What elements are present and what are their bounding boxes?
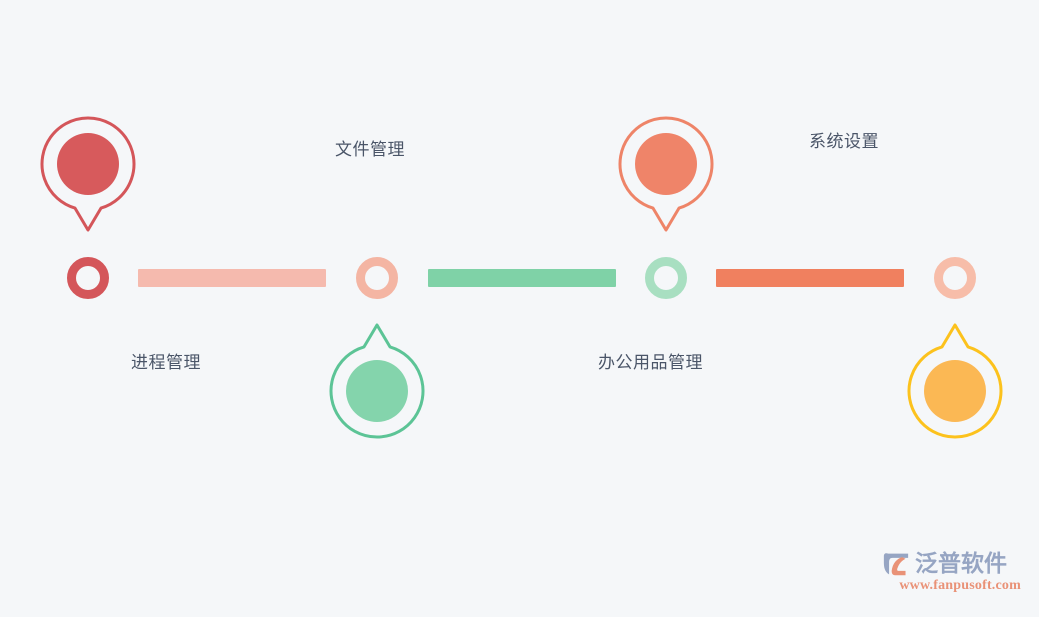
connector-bar-3: [716, 269, 904, 287]
timeline-node-ring-1[interactable]: [67, 257, 109, 299]
map-pin-icon: [907, 323, 1003, 439]
watermark: 泛普软件 www.fanpusoft.com: [881, 551, 1021, 605]
pin-marker-3[interactable]: [606, 114, 726, 234]
connector-bar-2: [428, 269, 616, 287]
pin-marker-1[interactable]: [28, 114, 148, 234]
node-label-1: 进程管理: [131, 353, 201, 372]
pin-marker-4[interactable]: [895, 321, 1015, 441]
fanpu-logo-icon: [883, 553, 909, 576]
timeline-node-ring-4[interactable]: [934, 257, 976, 299]
watermark-url-text: www.fanpusoft.com: [899, 578, 1021, 593]
timeline-node-ring-3[interactable]: [645, 257, 687, 299]
connector-bar-1: [138, 269, 326, 287]
node-label-4: 系统设置: [809, 132, 879, 151]
watermark-brand-row: 泛普软件: [881, 551, 1021, 577]
node-label-3: 办公用品管理: [598, 353, 703, 372]
map-pin-icon: [40, 116, 136, 232]
map-pin-icon: [329, 323, 425, 439]
node-label-2: 文件管理: [335, 140, 405, 159]
watermark-brand-text: 泛普软件: [915, 551, 1007, 577]
pin-marker-2[interactable]: [317, 321, 437, 441]
map-pin-icon: [618, 116, 714, 232]
timeline-node-ring-2[interactable]: [356, 257, 398, 299]
